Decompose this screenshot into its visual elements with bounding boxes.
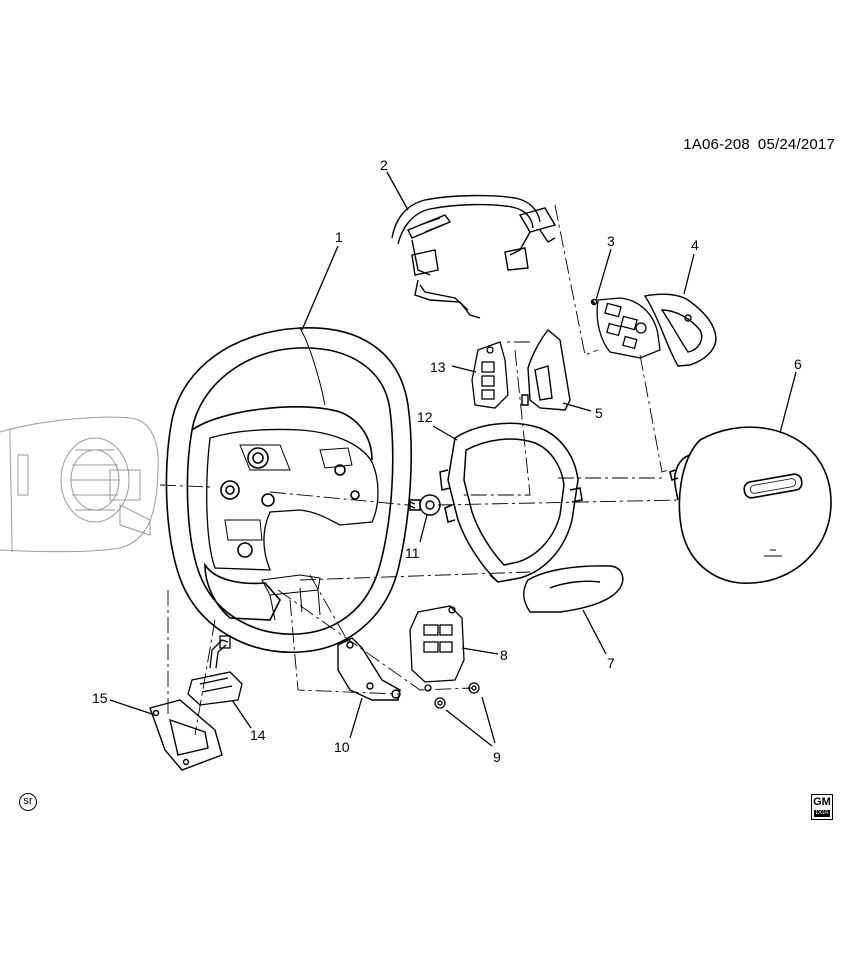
callout-14: 14 [250,727,266,743]
gm-logo-icon: GM DGA [811,794,833,820]
callout-13: 13 [430,359,446,375]
sr-badge-icon: sr [19,793,37,811]
right-control-switch [590,297,661,359]
gm-logo-text: GM [813,796,831,808]
diagram-header: 1A06-208 05/24/2017 [683,136,835,153]
callout-15: 15 [92,690,108,706]
airbag-bolt [409,494,441,516]
steering-wheel-trim-cover [439,422,583,583]
lower-control-switch [409,605,465,692]
callout-6: 6 [794,356,802,372]
screws [434,682,480,709]
callout-8: 8 [500,647,508,663]
diagram-date: 05/24/2017 [757,136,835,153]
callout-4: 4 [691,237,699,253]
right-switch-bezel [643,293,717,367]
driver-airbag-module [669,426,832,584]
alignment-lines [159,204,681,736]
steering-wheel [165,327,412,654]
callout-10: 10 [334,739,350,755]
diagram-id: 1A06-208 [683,136,750,153]
leader-lines [109,171,797,747]
callout-labels: 1 2 3 4 5 6 7 8 9 10 11 12 13 14 15 [92,157,802,765]
lower-bracket [149,699,223,771]
steering-column-background [0,416,159,553]
gm-logo-subtext: DGA [814,810,830,817]
left-switch-bezel [521,329,571,411]
callout-3: 3 [607,233,615,249]
callout-5: 5 [595,405,603,421]
callout-2: 2 [380,157,388,173]
left-control-switch [471,341,509,409]
wiring-harness [391,194,557,319]
callout-7: 7 [607,655,615,671]
callout-1: 1 [335,229,343,245]
horn-switch-module [187,635,243,706]
callout-9: 9 [493,749,501,765]
callout-12: 12 [417,409,433,425]
callout-11: 11 [405,545,420,561]
lower-trim-cover [523,565,624,613]
